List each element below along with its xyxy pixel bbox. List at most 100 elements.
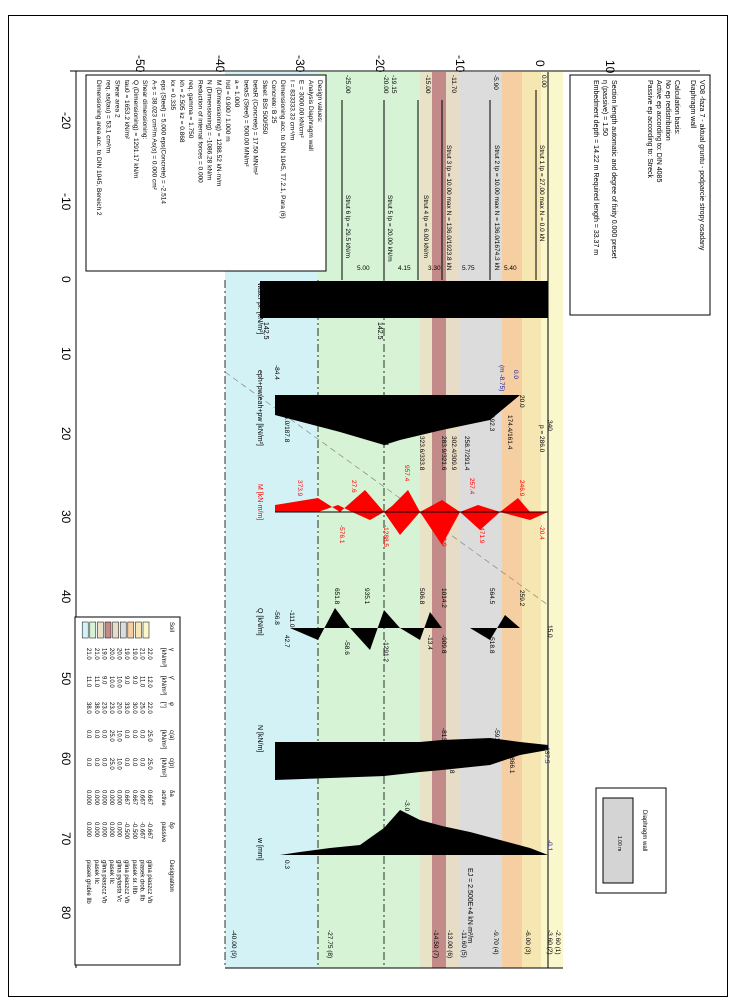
soil-table: Soilγ[kN/m³]γ'[kN/m³]φ[°]c(a)[kN/m²]c(p)…: [74, 616, 181, 966]
soil-table-cell: 21.0: [93, 648, 99, 660]
depth-ticks: 10 0 -10 -20 -30 -40 -50: [133, 55, 617, 74]
x-tick-label: 0: [59, 276, 73, 283]
soil-table-cell: 33.0: [123, 702, 129, 714]
x-tick-label: -20: [59, 112, 73, 130]
shear-value: 259.2: [518, 590, 525, 607]
soil-table-cell: 19.0: [100, 648, 106, 660]
design-value-line: betaR (Concrete) = 17.50 MN/m²: [252, 80, 259, 176]
wall-legend-swatch: [602, 797, 634, 884]
soil-table-cell: 0.667: [146, 790, 152, 806]
normal-force-value: -866.1: [508, 755, 515, 774]
soil-table-cell: 0.0: [123, 730, 129, 739]
strut-label: Strut 2 lp = 10.00 max N = 136.0/1674.3 …: [493, 145, 500, 271]
soil-table-cell: 0.0: [123, 758, 129, 767]
shear-value: -111.0: [288, 610, 295, 628]
deflection-value: 0.3: [283, 860, 290, 869]
strut-label: Strut 3 lp = 10.00 max N = 136.0/1923.8 …: [445, 145, 452, 271]
soil-table-cell: 0.000: [116, 822, 122, 838]
soil-table-cell: 9.0: [131, 676, 137, 685]
shear-fill: [290, 608, 548, 650]
moment-value: 257.4: [468, 478, 475, 495]
soil-color-swatch: [81, 621, 89, 639]
soil-table-cell: glina piaszcz Vb: [100, 860, 106, 904]
strut-force-labels: 5.00 4.15 3.30 5.75 5.40: [357, 265, 517, 272]
design-value-line: Shear dimensioning:: [141, 80, 148, 139]
design-value-line: req. gamma = 1.750: [187, 80, 194, 139]
soil-table-cell: -0.667: [146, 822, 152, 840]
soil-table-cell: 0.000: [93, 822, 99, 838]
x-tick-label: 70: [59, 832, 73, 846]
header-line: η (passive) = 1.50: [601, 80, 608, 136]
moment-value: -1121.9: [440, 525, 447, 547]
level-label: -5.90: [492, 75, 499, 90]
layer-level: -2.60 (1): [554, 930, 561, 955]
soil-table-cell: 21.0: [138, 648, 144, 660]
soil-table-cell: 12.0: [146, 676, 152, 688]
wall-legend-label: Diaphragm wall: [641, 810, 647, 851]
depth-tick-label: -20: [373, 55, 387, 73]
soil-table-cell: 0.667: [138, 790, 144, 806]
soil-table-cell: 21.0: [85, 648, 91, 660]
normal-force-value: -591.1: [493, 728, 500, 747]
depth-tick-label: -10: [453, 55, 467, 73]
x-tick-label: -10: [59, 193, 73, 211]
normal-force-value: -137.5: [543, 745, 550, 764]
soil-color-swatch: [119, 621, 127, 639]
soil-table-cell: 11.0: [138, 676, 144, 688]
header-box: VO8 -faza 7 - aktual gruntu - podparcie …: [569, 74, 711, 316]
drawing-frame: [8, 15, 728, 997]
soil-table-cell: 10.0: [116, 676, 122, 688]
design-value-line: eps (Steel) = 5.000 eps(Concrete) = -2.5…: [160, 80, 167, 204]
strut-force: 5.75: [462, 265, 475, 272]
soil-table-cell: piasek grubie Ilb: [85, 860, 91, 904]
soil-table-cell: 22.0: [146, 702, 152, 714]
soil-table-cell: 20.0: [108, 648, 114, 660]
soil-table-cell: 25.0: [146, 758, 152, 770]
design-value-line: A-s = 38.023 cm²/m As(s) = 0.000 cm²: [150, 80, 157, 191]
shear-value: 42.7: [283, 635, 290, 648]
shear-value: -518.8: [488, 635, 495, 654]
soil-table-cell: 0.0: [100, 730, 106, 739]
deflection-value: -0.1: [546, 840, 553, 852]
earth-pressure-value: 323.6/333.8: [418, 436, 425, 471]
soil-table-cell: 9.0: [100, 676, 106, 685]
x-tick-label: 80: [59, 906, 73, 920]
soil-table-cell: 9.0: [123, 676, 129, 685]
x-tick-label: 40: [59, 590, 73, 604]
soil-table-cell: 0.000: [100, 822, 106, 838]
header-line: No ep redistribution: [664, 80, 671, 141]
header-line: VO8 -faza 7 - aktual gruntu - podparcie …: [698, 80, 705, 251]
soil-table-cell: 20.0: [116, 702, 122, 714]
moment-value: 246.9: [518, 480, 525, 497]
soil-table-cell: 25.0: [108, 758, 114, 770]
moment-diagram: M [kN·m/m]: [256, 484, 548, 545]
design-value-line: I = 833333.33 cm⁴/m: [288, 80, 295, 140]
soil-table-cell: 20.0: [116, 648, 122, 660]
earth-pressure-value: (m -8.75): [498, 365, 505, 391]
earth-pressure-value: 106.0/187.8: [283, 408, 290, 443]
soil-table-cell: 22.0: [146, 648, 152, 660]
soil-table-cell: 0.000: [93, 790, 99, 806]
design-value-line: Concrete: B 25: [270, 80, 277, 124]
design-value-line: betaS (Steel) = 500.00 MN/m²: [242, 80, 249, 167]
soil-table-cell: 10.0: [108, 676, 114, 688]
design-value-line: kh = 2.505 kz = 0.868: [178, 80, 185, 143]
soil-table-cell: pasek sr. IIIb: [131, 860, 137, 895]
soil-table-cell: 0.000: [85, 790, 91, 806]
soil-table-cell: piasek drob. IIb: [138, 860, 144, 902]
depth-tick-label: -40: [213, 55, 227, 73]
strut-label: Strut 4 lp = 6.00 kN/m: [422, 195, 429, 258]
depth-tick-label: 0: [533, 60, 547, 67]
soil-table-cell: 0.667: [131, 790, 137, 806]
soil-table-cell: 0.0: [100, 758, 106, 767]
soil-table-cell: -0.500: [131, 822, 137, 840]
soil-table-cell: pasek IIc: [108, 860, 114, 884]
header-line: Embedment depth = 14.22 m Required lengt…: [592, 80, 599, 255]
layer-level-labels: -2.60 (1) -3.60 (2) -6.00 (3) -9.70 (4) …: [230, 930, 561, 958]
deflection-diagram: w [mm] EJ = 2.500E+4 kN·m²/m: [256, 810, 548, 943]
moment-value: 957.4: [403, 465, 410, 482]
soil-color-swatch: [89, 621, 97, 639]
water-pressure-fill: [260, 281, 548, 318]
strut-force: 5.40: [504, 265, 517, 272]
